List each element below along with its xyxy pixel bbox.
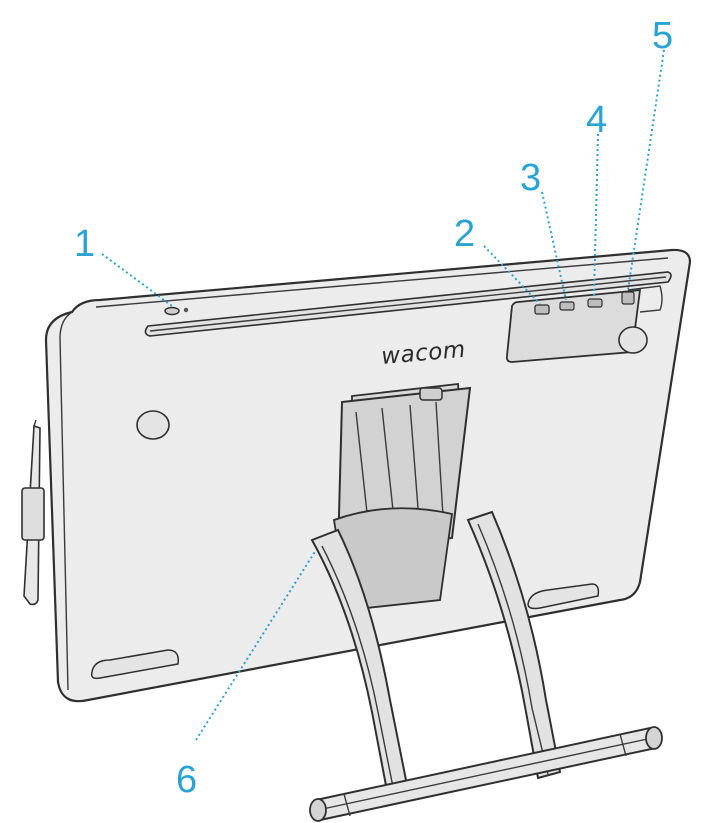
leader-4 [593, 133, 599, 297]
leader-2 [483, 245, 541, 305]
port-cover [505, 285, 663, 363]
stand [309, 383, 663, 822]
callout-1: 1 [74, 223, 95, 265]
tablet-edge [59, 311, 73, 691]
callout-3: 3 [520, 157, 541, 199]
port-4-shape [587, 298, 603, 308]
rubber-foot-right [618, 326, 648, 354]
pen-holder-slot [144, 271, 672, 337]
port-3-shape [559, 301, 575, 311]
callout-leaders [101, 49, 665, 741]
callout-6: 6 [176, 759, 197, 801]
callout-2: 2 [454, 213, 475, 255]
rubber-pad-bottom-left [90, 649, 180, 680]
rubber-pad-bottom-right [527, 583, 600, 610]
callout-4: 4 [586, 99, 607, 141]
port-cover-door [627, 285, 663, 313]
leader-3 [541, 191, 567, 301]
rubber-foot-left [136, 410, 170, 440]
tablet-top-lip [95, 257, 669, 308]
stand-foot-bar [309, 726, 663, 822]
callout-numbers: 1 2 3 4 5 6 [74, 15, 673, 801]
power-button [164, 306, 189, 316]
leader-5 [627, 49, 665, 291]
stand-leg-right [466, 510, 562, 780]
port-5-shape [621, 291, 635, 305]
pen [21, 419, 45, 606]
port-2-shape [534, 304, 550, 315]
callout-5: 5 [652, 15, 673, 57]
